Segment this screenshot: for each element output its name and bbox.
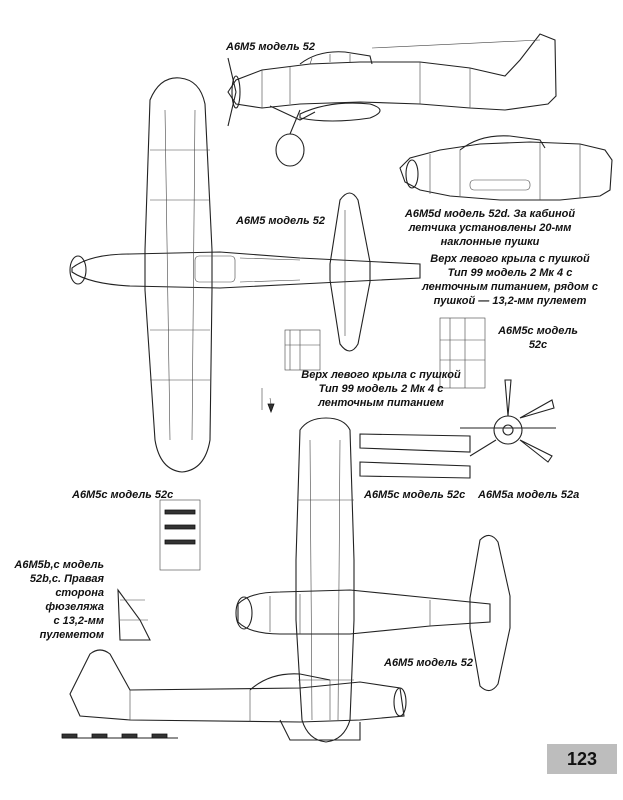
front-view-a6m5 — [460, 379, 556, 463]
side-view-a6m5-bottom — [69, 649, 407, 741]
wing-detail-panels — [261, 317, 486, 414]
caption-a6m5b-line4: с 13,2-мм — [53, 615, 104, 627]
caption-a6m5c-right-line1: A6M5c модель — [498, 325, 578, 337]
caption-wing-top-2: Верх левого крыла с пушкой Тип 99 модель… — [296, 368, 466, 410]
caption-a6m5c-left: A6M5c модель 52c — [72, 489, 174, 501]
plan-view-a6m5 — [69, 77, 421, 473]
caption-a6m5d: A6M5d модель 52d. За кабиной летчика уст… — [400, 207, 580, 249]
caption-a6m5b-line3: сторона фюзеляжа — [45, 587, 104, 613]
caption-a6m5b-line5: пулеметом — [39, 629, 104, 641]
caption-a6m5c-mid: A6M5c модель 52c — [364, 489, 466, 501]
scale-bar — [61, 733, 178, 739]
caption-a6m5d-line1: A6M5d модель 52d. За кабиной — [404, 208, 576, 220]
caption-wing-top-1: Верх левого крыла с пушкой Тип 99 модель… — [420, 252, 600, 308]
gun-details — [117, 499, 201, 641]
caption-a6m5d-line3: наклонные пушки — [440, 236, 540, 248]
caption-top-side: A6M5 модель 52 — [226, 41, 315, 53]
side-view-a6m5d — [399, 135, 613, 201]
caption-wing-top-1-line4: пушкой — 13,2-мм пулемет — [433, 295, 587, 307]
caption-bottom-plan: A6M5 модель 52 — [384, 657, 473, 669]
caption-a6m5b: A6M5b,c модель 52b,c. Правая сторона фюз… — [0, 558, 104, 642]
caption-wing-top-2-line3: ленточным питанием — [318, 397, 444, 409]
caption-top-plan: A6M5 модель 52 — [236, 215, 325, 227]
caption-a6m5c-right-line2: 52c — [528, 339, 548, 351]
caption-wing-top-1-line3: ленточным питанием, рядом с — [421, 281, 598, 293]
page-number: 123 — [547, 744, 617, 774]
caption-wing-top-2-line2: Тип 99 модель 2 Мк 4 с — [318, 383, 444, 395]
plan-view-a6m5c — [235, 417, 511, 743]
caption-a6m5c-right: A6M5c модель 52c — [488, 324, 588, 352]
caption-a6m5b-line2: 52b,c. Правая — [29, 573, 104, 585]
side-view-a6m5-top — [227, 33, 557, 167]
caption-wing-top-1-line1: Верх левого крыла с пушкой — [430, 253, 590, 265]
caption-wing-top-1-line2: Тип 99 модель 2 Мк 4 с — [447, 267, 573, 279]
wing-strip-views — [359, 433, 471, 479]
caption-a6m5d-line2: летчика установлены 20-мм — [408, 222, 572, 234]
caption-wing-top-2-line1: Верх левого крыла с пушкой — [301, 369, 461, 381]
caption-a6m5a: A6M5a модель 52a — [478, 489, 580, 501]
caption-a6m5b-line1: A6M5b,c модель — [14, 559, 104, 571]
